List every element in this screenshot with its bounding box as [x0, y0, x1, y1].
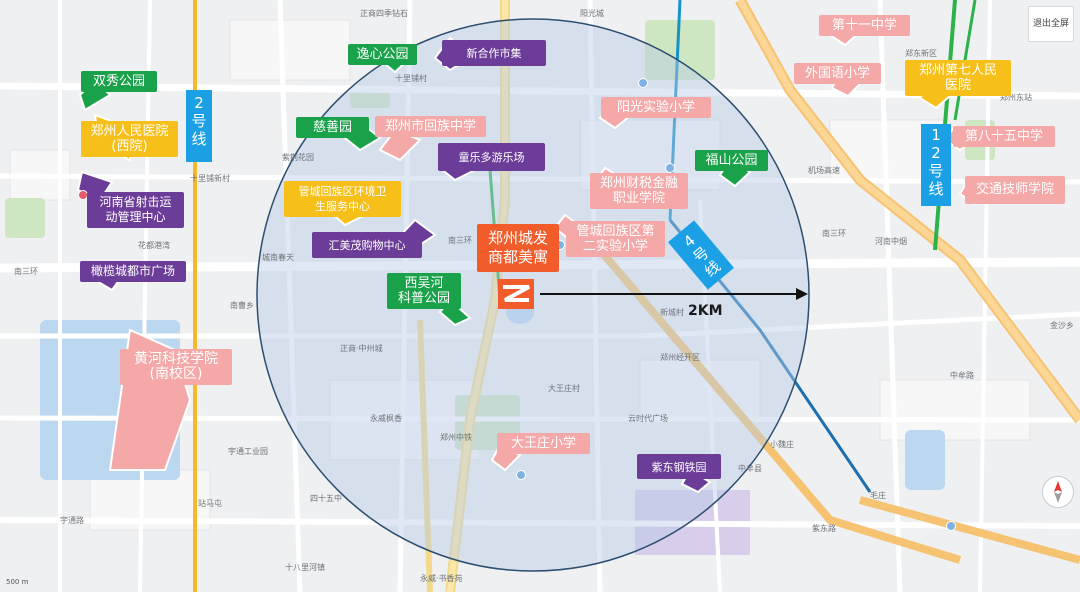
street-label: 机场高速	[808, 166, 840, 175]
callout-shuangxiu-park[interactable]: 双秀公园	[81, 71, 157, 92]
street-label: 小魏庄	[770, 440, 794, 449]
callout-olive-plaza[interactable]: 橄榄城都市广场	[80, 261, 186, 282]
poi-marker[interactable]	[946, 521, 956, 531]
compass-needle-icon	[1054, 481, 1062, 503]
street-label: 永威·书香苑	[420, 574, 463, 583]
callout-zidong-steel[interactable]: 紫东钢铁园	[637, 454, 721, 479]
callout-shooting-center[interactable]: 河南省射击运 动管理中心	[87, 192, 184, 228]
metro-line-2-label: 2 号 线	[186, 90, 212, 162]
project-logo	[498, 279, 534, 309]
street-label: 郑州东站	[1000, 93, 1032, 102]
callout-traffic-tech-school[interactable]: 交通技师学院	[965, 176, 1065, 204]
callout-guancheng-env-center[interactable]: 管城回族区环境卫 生服务中心	[284, 181, 401, 217]
callout-huizu-middle-school[interactable]: 郑州市回族中学	[375, 116, 486, 137]
street-label: 毛庄	[870, 491, 886, 500]
callout-foreign-language-school[interactable]: 外国语小学	[794, 63, 881, 84]
callout-yellow-river-college[interactable]: 黄河科技学院 (南校区)	[120, 349, 232, 385]
scale-label: 500 m	[6, 578, 29, 586]
street-label: 新城村	[660, 308, 684, 317]
street-label: 南曹乡	[230, 301, 254, 310]
street-label: 郑州中铁	[440, 433, 472, 442]
street-label: 南三环	[448, 236, 472, 245]
callout-yangguang-school[interactable]: 阳光实验小学	[601, 97, 711, 118]
street-label: 正商·中州城	[340, 344, 383, 353]
street-label: 花都港湾	[138, 241, 170, 250]
callout-guancheng-second-school[interactable]: 管城回族区第 二实验小学	[566, 221, 665, 257]
poi-marker[interactable]	[516, 470, 526, 480]
callout-xinhezuo-market[interactable]: 新合作市集	[442, 40, 546, 66]
project-name-label[interactable]: 郑州城发 商都美寓	[477, 224, 559, 272]
street-label: 郑州经开区	[660, 353, 700, 362]
callout-tonglexiyou[interactable]: 童乐多游乐场	[438, 143, 545, 171]
street-label: 正商四季钻石	[360, 9, 408, 18]
callout-dawangzhuang-school[interactable]: 大王庄小学	[497, 433, 590, 454]
callout-tax-finance-college[interactable]: 郑州财税金融 职业学院	[590, 173, 688, 209]
street-label: 金沙乡	[1050, 321, 1074, 330]
distance-label: 2KM	[688, 303, 723, 319]
metro-line-12-label: 1 2 号 线	[921, 124, 951, 206]
street-label: 宇通工业园	[228, 447, 268, 456]
poi-marker[interactable]	[665, 163, 675, 173]
callout-seventh-hospital[interactable]: 郑州第七人民 医院	[905, 60, 1011, 96]
exit-fullscreen-button[interactable]: 退出全屏	[1028, 6, 1074, 42]
callout-school-11[interactable]: 第十一中学	[819, 15, 910, 36]
callout-people-hospital-west[interactable]: 郑州人民医院 (西院)	[81, 121, 178, 157]
street-label: 南三环	[822, 229, 846, 238]
street-label: 站马屯	[198, 499, 222, 508]
street-label: 中牟路	[950, 371, 974, 380]
street-label: 郑东新区	[905, 49, 937, 58]
compass-icon[interactable]	[1042, 476, 1074, 508]
callout-fushan-park[interactable]: 福山公园	[695, 150, 768, 171]
callout-xiwuhe-park[interactable]: 西吴河 科普公园	[387, 273, 461, 309]
poi-marker[interactable]	[638, 78, 648, 88]
street-label: 四十五中	[310, 494, 342, 503]
street-label: 城南春天	[262, 253, 294, 262]
street-label: 南三环	[14, 267, 38, 276]
callout-yixin-park[interactable]: 逸心公园	[348, 44, 417, 65]
street-label: 永威枫香	[370, 414, 402, 423]
street-label: 紫东路	[812, 524, 836, 533]
street-label: 阳光城	[580, 9, 604, 18]
callout-huimei-mall[interactable]: 汇美茂购物中心	[312, 232, 422, 258]
street-label: 十里铺新村	[190, 174, 230, 183]
street-label: 紫荆花园	[282, 153, 314, 162]
callout-cishan-garden[interactable]: 慈善园	[296, 117, 369, 138]
street-label: 河南中烟	[875, 237, 907, 246]
callout-school-85[interactable]: 第八十五中学	[953, 126, 1055, 147]
street-label: 宇通路	[60, 516, 84, 525]
street-label: 大王庄村	[548, 384, 580, 393]
street-label: 十八里河镇	[285, 563, 325, 572]
street-label: 中牟县	[738, 464, 762, 473]
street-label: 十里铺村	[395, 74, 427, 83]
street-label: 云时代广场	[628, 414, 668, 423]
distance-arrowhead	[796, 288, 808, 300]
